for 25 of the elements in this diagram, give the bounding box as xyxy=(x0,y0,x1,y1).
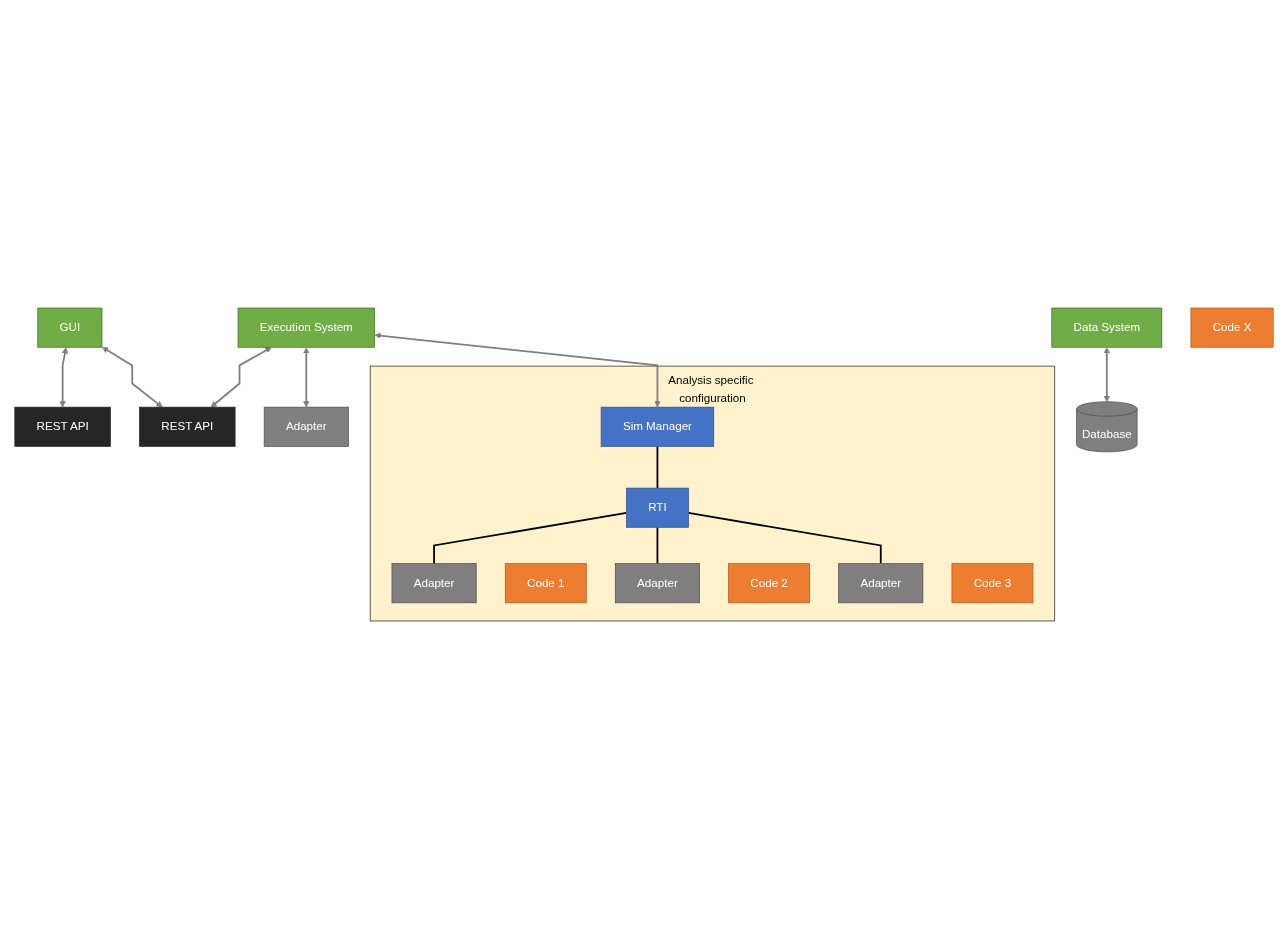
node-box: Code 3 xyxy=(951,563,1034,604)
node-box: GUI xyxy=(37,307,103,348)
arrow xyxy=(303,347,310,408)
node-box: Adapter xyxy=(838,563,924,604)
arrow xyxy=(59,347,69,408)
node-box: REST API xyxy=(14,406,111,447)
connector xyxy=(687,512,882,565)
connector xyxy=(656,526,659,565)
node-box: Code X xyxy=(1190,307,1274,348)
node-box: Execution System xyxy=(237,307,375,348)
node-box: Code 1 xyxy=(504,563,587,604)
node-box: Adapter xyxy=(614,563,700,604)
node-box: Sim Manager xyxy=(600,406,715,447)
node-box: Data System xyxy=(1051,307,1163,348)
connector xyxy=(433,512,628,565)
arrow xyxy=(1103,347,1110,402)
node-box: Adapter xyxy=(263,406,349,447)
connector xyxy=(656,445,659,489)
node-box: Code 2 xyxy=(728,563,810,604)
node-box: Adapter xyxy=(391,563,477,604)
node-box: REST API xyxy=(139,406,236,447)
node-box: RTI xyxy=(626,487,689,528)
arrow xyxy=(374,332,661,408)
arrow xyxy=(210,347,272,408)
arrow xyxy=(101,346,163,408)
